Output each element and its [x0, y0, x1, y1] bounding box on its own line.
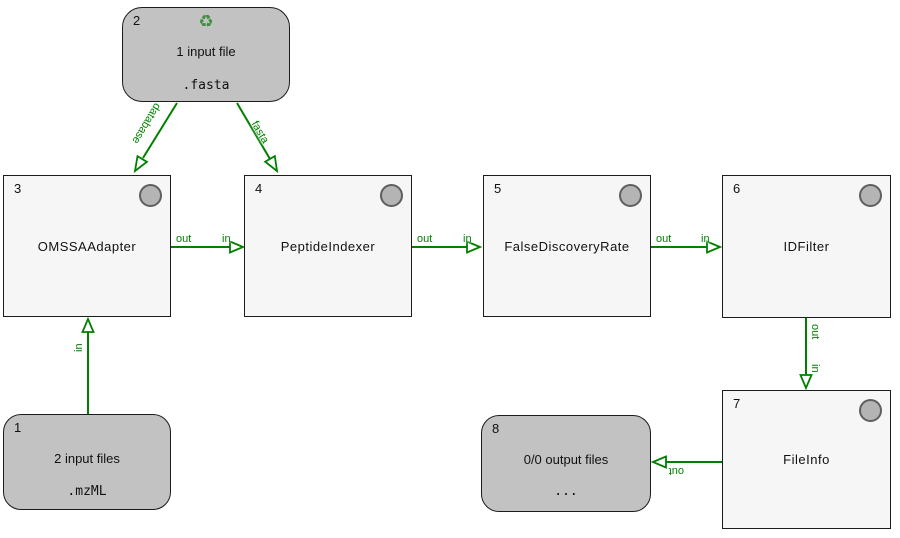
node-title: FalseDiscoveryRate: [504, 238, 630, 254]
edge-label-in: in: [701, 233, 710, 245]
node-number: 2: [133, 13, 141, 28]
node-ellipsis: ...: [554, 484, 578, 499]
edge-fasta-input-to-omssa-database[interactable]: [142, 102, 178, 159]
status-circle-icon: [859, 399, 882, 422]
arrowhead-icon: [229, 240, 246, 254]
status-circle-icon: [619, 184, 642, 207]
arrowhead-icon: [799, 374, 813, 391]
status-circle-icon: [380, 184, 403, 207]
edge-label-in: in: [73, 343, 85, 352]
node-file-extension: .mzML: [67, 484, 107, 499]
recycle-icon: ♻: [198, 12, 214, 31]
edge-label-out: out: [656, 233, 672, 245]
node-title: 0/0 output files: [523, 452, 609, 467]
node-peptide-indexer[interactable]: 4 PeptideIndexer: [244, 175, 412, 317]
node-output-files[interactable]: 8 0/0 output files ...: [481, 415, 651, 512]
edge-label-in: in: [222, 233, 231, 245]
node-title: PeptideIndexer: [280, 238, 376, 254]
node-fasta-input[interactable]: 2 ♻ 1 input file .fasta: [122, 7, 290, 102]
node-number: 1: [14, 420, 22, 435]
node-title: FileInfo: [783, 452, 830, 467]
node-id-filter[interactable]: 6 IDFilter: [722, 175, 891, 318]
node-number: 3: [14, 181, 22, 196]
arrowhead-icon: [466, 240, 483, 254]
status-circle-icon: [139, 184, 162, 207]
node-number: 4: [255, 181, 263, 196]
node-number: 7: [733, 396, 741, 411]
node-mzml-input[interactable]: 1 2 input files .mzML: [3, 414, 171, 510]
node-number: 5: [494, 181, 502, 196]
status-circle-icon: [859, 184, 882, 207]
arrowhead-icon: [706, 240, 723, 254]
edge-fasta-input-to-peptide-indexer[interactable]: [236, 102, 271, 160]
node-file-info[interactable]: 7 FileInfo: [722, 390, 891, 529]
arrowhead-icon: [81, 316, 95, 333]
node-title: OMSSAAdapter: [37, 238, 137, 254]
edge-label-in: in: [809, 364, 821, 373]
node-file-extension: .fasta: [182, 78, 230, 93]
node-title: IDFilter: [783, 239, 830, 254]
arrowhead-icon: [650, 455, 667, 469]
node-false-discovery-rate[interactable]: 5 FalseDiscoveryRate: [483, 175, 651, 317]
edge-label-out: out: [176, 233, 192, 245]
edge-label-in: in: [463, 233, 472, 245]
edge-label-out: out: [668, 465, 684, 477]
node-title: 2 input files: [54, 451, 120, 466]
edge-label-out: out: [417, 233, 433, 245]
node-omssa-adapter[interactable]: 3 OMSSAAdapter: [3, 175, 171, 317]
edge-label-out: out: [809, 324, 821, 340]
arrowhead-icon: [133, 154, 149, 174]
node-title: 1 input file: [176, 44, 236, 59]
arrowhead-icon: [263, 154, 279, 174]
node-number: 8: [492, 421, 500, 436]
node-number: 6: [733, 181, 741, 196]
